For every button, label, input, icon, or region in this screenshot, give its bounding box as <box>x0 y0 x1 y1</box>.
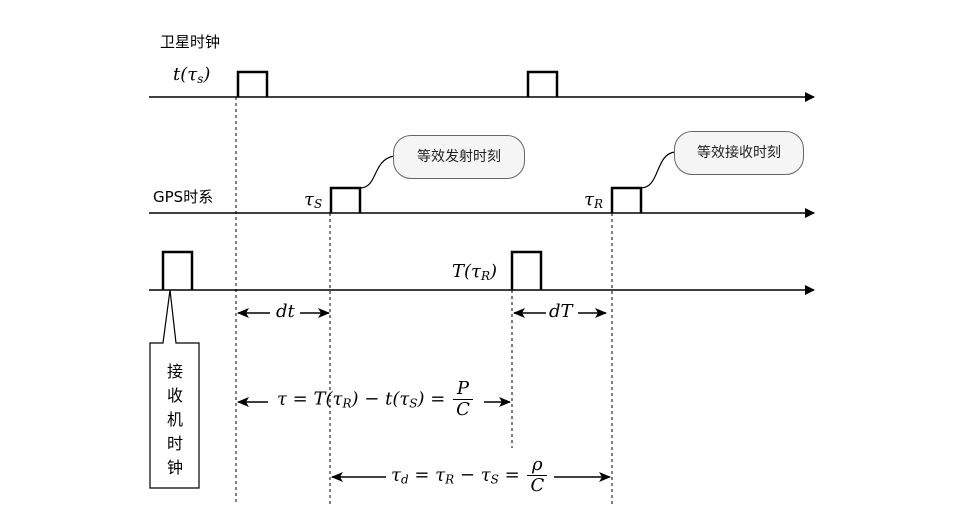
callout-connector-transmit <box>359 155 395 189</box>
gps-pulse-receive <box>610 186 643 213</box>
tau-S-label: τS <box>304 189 323 211</box>
receiver-clock-char: 时 <box>166 434 183 453</box>
callout-connector-receive <box>640 151 676 189</box>
equiv-receive-callout: 等效接收时刻 <box>674 131 804 175</box>
satellite-pulse-2 <box>526 70 559 97</box>
t-tau-s-label: t(τs) <box>173 64 211 86</box>
dt-label: dt <box>276 301 295 322</box>
receiver-pulse-2 <box>510 250 543 290</box>
receiver-clock-callout <box>149 289 200 489</box>
satellite-pulse-1 <box>236 70 269 97</box>
receiver-clock-label: 接收机时钟 <box>165 360 185 480</box>
equiv-transmit-callout: 等效发射时刻 <box>393 135 525 179</box>
receiver-clock-char: 接 <box>166 362 183 381</box>
gps-pulse-transmit <box>329 186 362 213</box>
tau-R-label: τR <box>584 189 604 211</box>
receiver-clock-char: 收 <box>166 386 183 405</box>
satellite-clock-label: 卫星时钟 <box>160 33 221 51</box>
T-tau-R-label: T(τR) <box>452 261 498 283</box>
receiver-clock-char: 钟 <box>166 458 183 477</box>
receiver-clock-char: 机 <box>166 410 183 429</box>
gps-time-label: GPS时系 <box>153 188 214 206</box>
receiver-pulse-1 <box>161 250 194 290</box>
dT-label: dT <box>549 301 573 322</box>
